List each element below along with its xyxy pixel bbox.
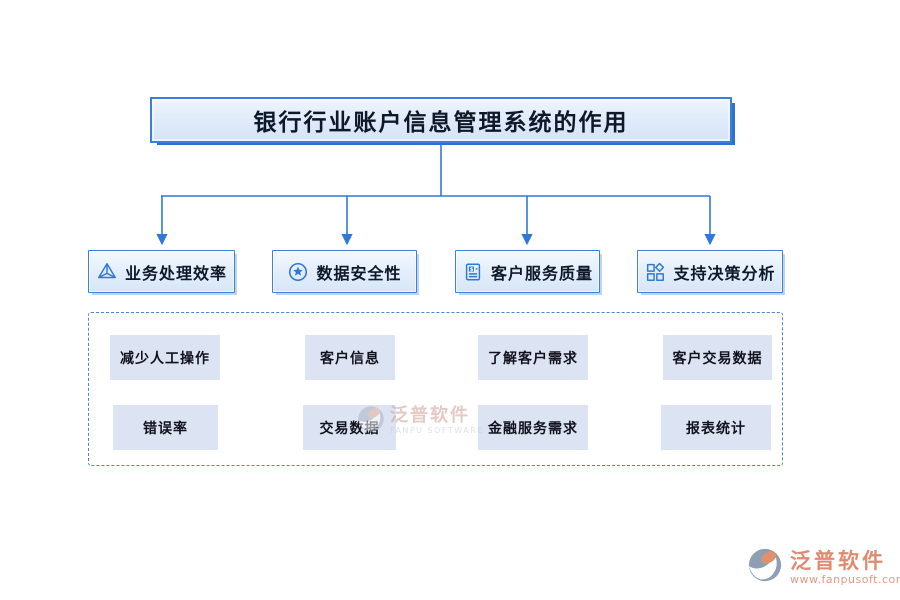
branch-label: 业务处理效率 bbox=[124, 263, 227, 283]
leaf-transaction-data: 交易数据 bbox=[303, 405, 396, 450]
svg-text:$: $ bbox=[470, 266, 474, 272]
branch-data-security: 数据安全性 bbox=[272, 250, 417, 293]
leaf-error-rate: 错误率 bbox=[113, 405, 218, 450]
footer-brand: 泛普软件 www.fanpusoft.com bbox=[746, 546, 900, 588]
branch-decision-analysis: 支持决策分析 bbox=[637, 250, 783, 293]
leaf-customer-info: 客户信息 bbox=[305, 335, 395, 380]
branch-customer-service: $ 客户服务质量 bbox=[455, 250, 600, 293]
fanpu-logo-icon bbox=[746, 546, 784, 588]
leaf-customer-needs: 了解客户需求 bbox=[478, 335, 588, 380]
branch-business-efficiency: 业务处理效率 bbox=[88, 250, 235, 293]
details-panel bbox=[88, 312, 783, 466]
leaf-reduce-manual-ops: 减少人工操作 bbox=[110, 335, 220, 380]
leaf-financial-service-needs: 金融服务需求 bbox=[478, 405, 588, 450]
pyramid-icon bbox=[96, 261, 118, 283]
diagram-title: 银行行业账户信息管理系统的作用 bbox=[150, 97, 732, 143]
footer-brand-url: www.fanpusoft.com bbox=[790, 572, 900, 586]
branch-label: 客户服务质量 bbox=[490, 263, 593, 283]
branch-label: 数据安全性 bbox=[316, 263, 402, 283]
leaf-report-statistics: 报表统计 bbox=[661, 405, 771, 450]
leaf-transaction-data-customer: 客户交易数据 bbox=[663, 335, 772, 380]
footer-brand-name: 泛普软件 bbox=[790, 548, 886, 573]
invoice-icon: $ bbox=[462, 261, 484, 283]
branch-label: 支持决策分析 bbox=[673, 263, 776, 283]
grid-diamond-icon bbox=[644, 261, 666, 283]
security-badge-icon bbox=[287, 261, 309, 283]
